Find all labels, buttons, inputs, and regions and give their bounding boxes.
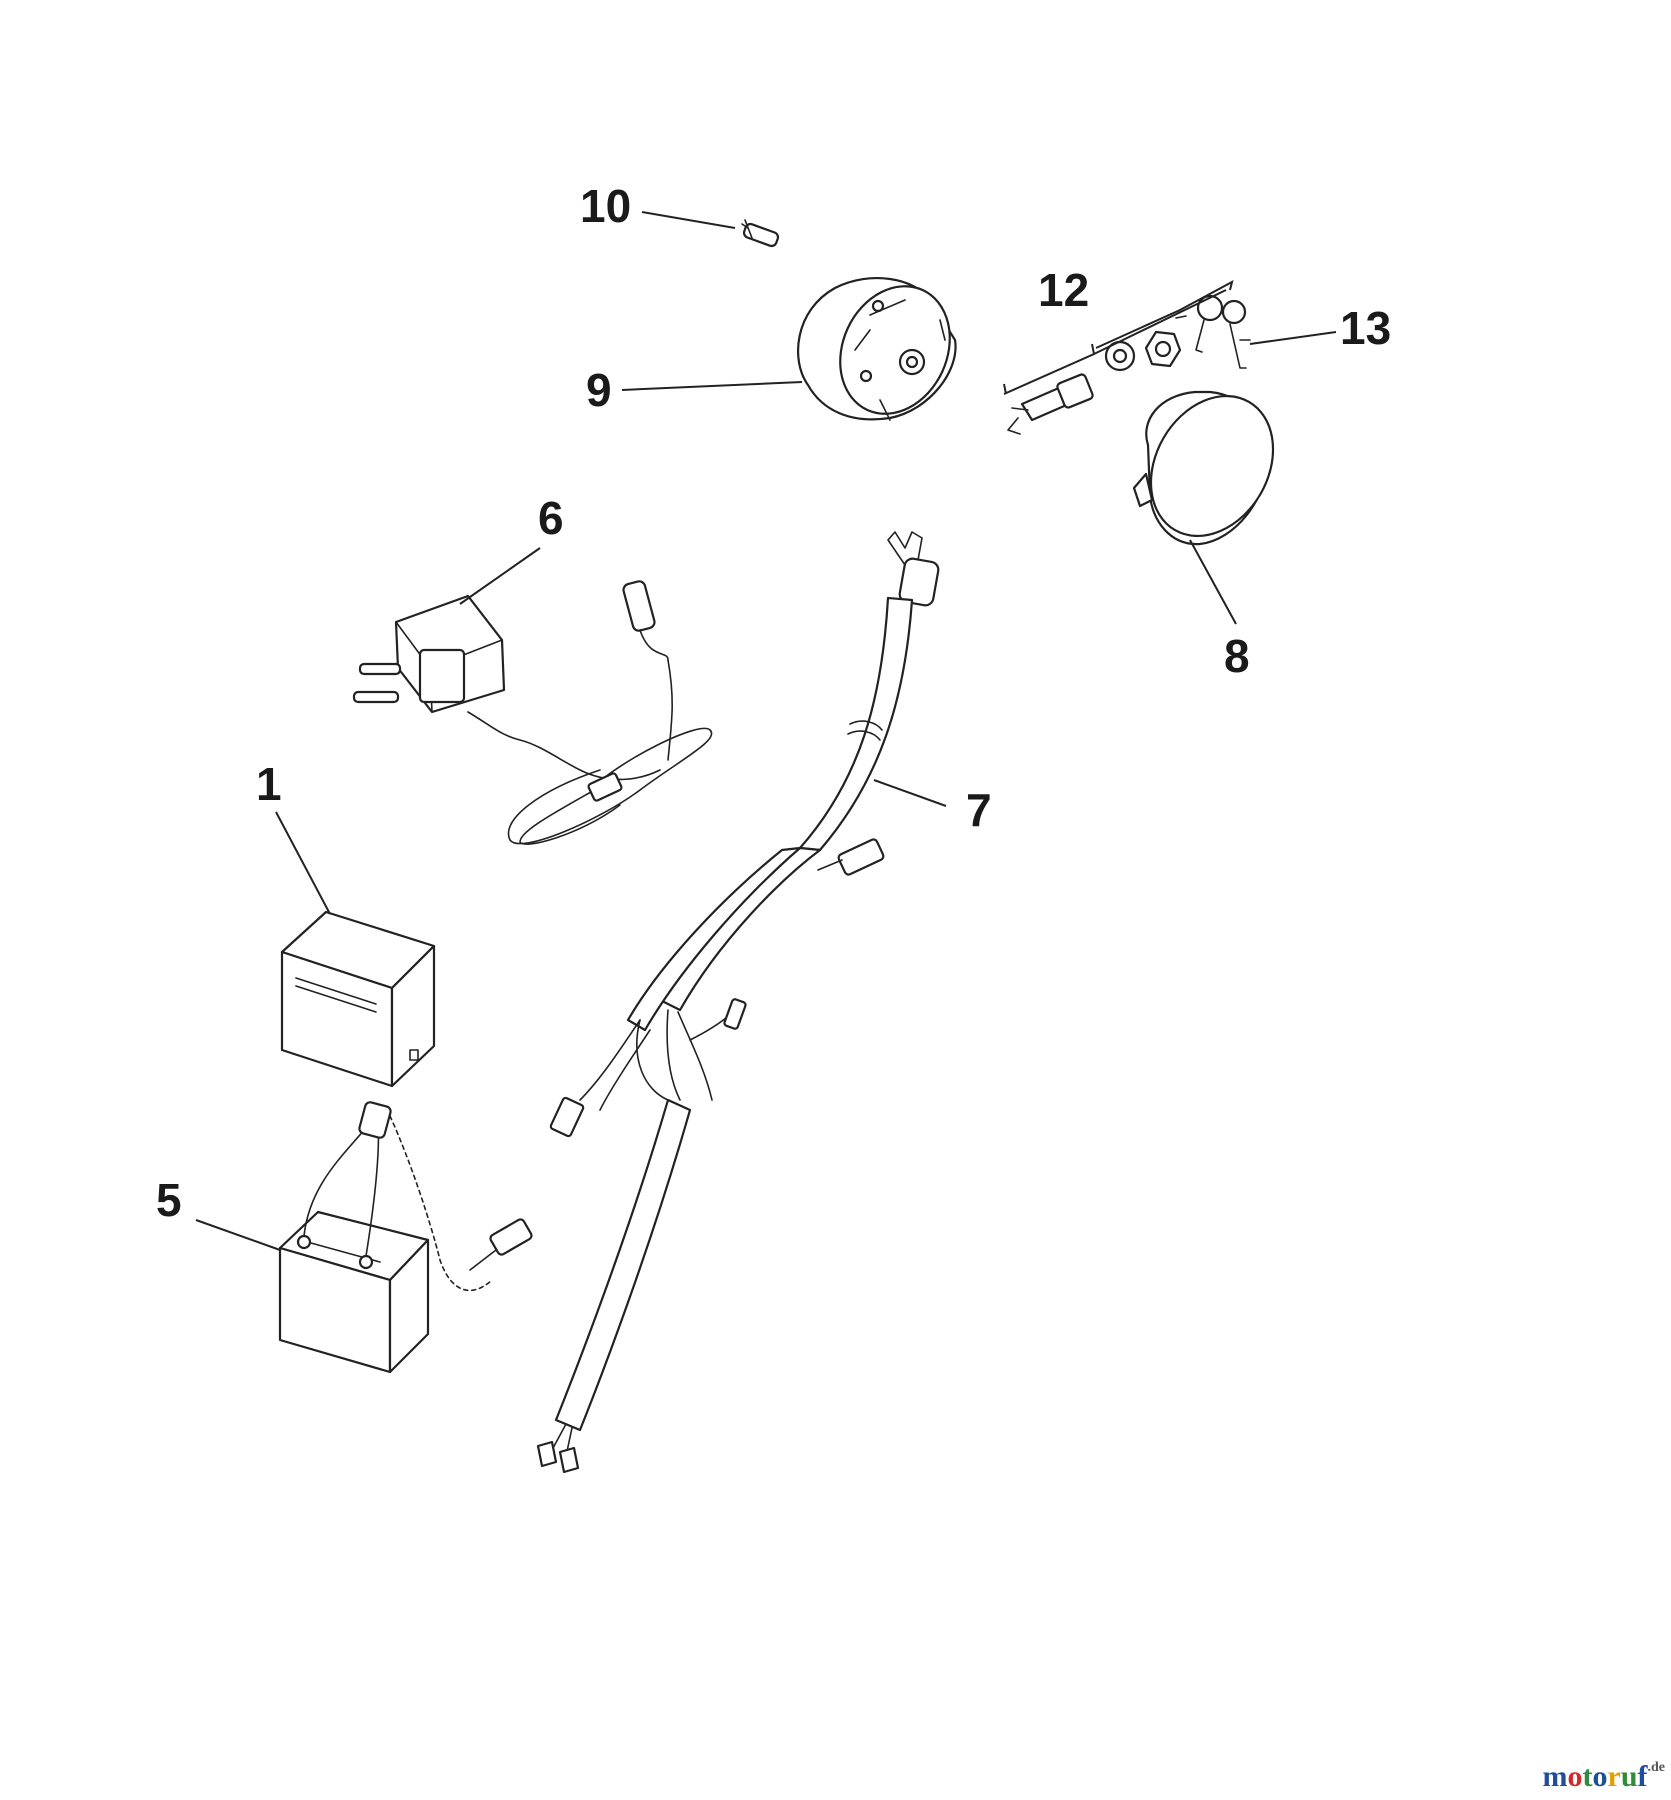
watermark-letter: u (1620, 1760, 1638, 1793)
callout-13: 13 (1340, 302, 1391, 354)
callout-9: 9 (586, 364, 612, 416)
screw-part-10 (741, 219, 780, 248)
leader-line-1 (275, 811, 331, 915)
watermark-letter: t (1582, 1760, 1593, 1793)
keys-part-13 (1175, 294, 1251, 369)
leader-line-5 (195, 1219, 281, 1251)
bracket-part-12 (1003, 280, 1234, 395)
battery-part-5 (278, 1101, 533, 1374)
watermark-letter: m (1542, 1760, 1568, 1793)
callout-5: 5 (156, 1174, 182, 1226)
watermark-logo: motoruf.de (1542, 1760, 1665, 1794)
callout-10: 10 (580, 180, 631, 232)
callout-6: 6 (538, 492, 564, 544)
leader-line-13 (1249, 331, 1337, 345)
leader-line-6 (459, 547, 541, 605)
callout-1: 1 (256, 758, 282, 810)
switch-part-12 (1007, 330, 1182, 435)
watermark-letter: r (1607, 1760, 1621, 1793)
cover-part-8 (1132, 390, 1275, 546)
watermark-letter: f (1637, 1760, 1648, 1793)
callout-7: 7 (966, 784, 992, 836)
charger-part-6 (352, 580, 713, 845)
housing-part-9 (797, 277, 957, 421)
callout-12: 12 (1038, 264, 1089, 316)
watermark-letter: o (1567, 1760, 1583, 1793)
callout-8: 8 (1224, 630, 1250, 682)
leader-line-10 (641, 211, 736, 229)
watermark-tld: .de (1647, 1760, 1666, 1775)
leader-line-8 (1189, 539, 1237, 625)
leader-line-7 (873, 779, 947, 807)
watermark-letter: o (1592, 1760, 1608, 1793)
harness-part-7 (536, 531, 940, 1474)
leader-line-9 (621, 381, 803, 391)
battery-cover-part-1 (280, 910, 436, 1088)
